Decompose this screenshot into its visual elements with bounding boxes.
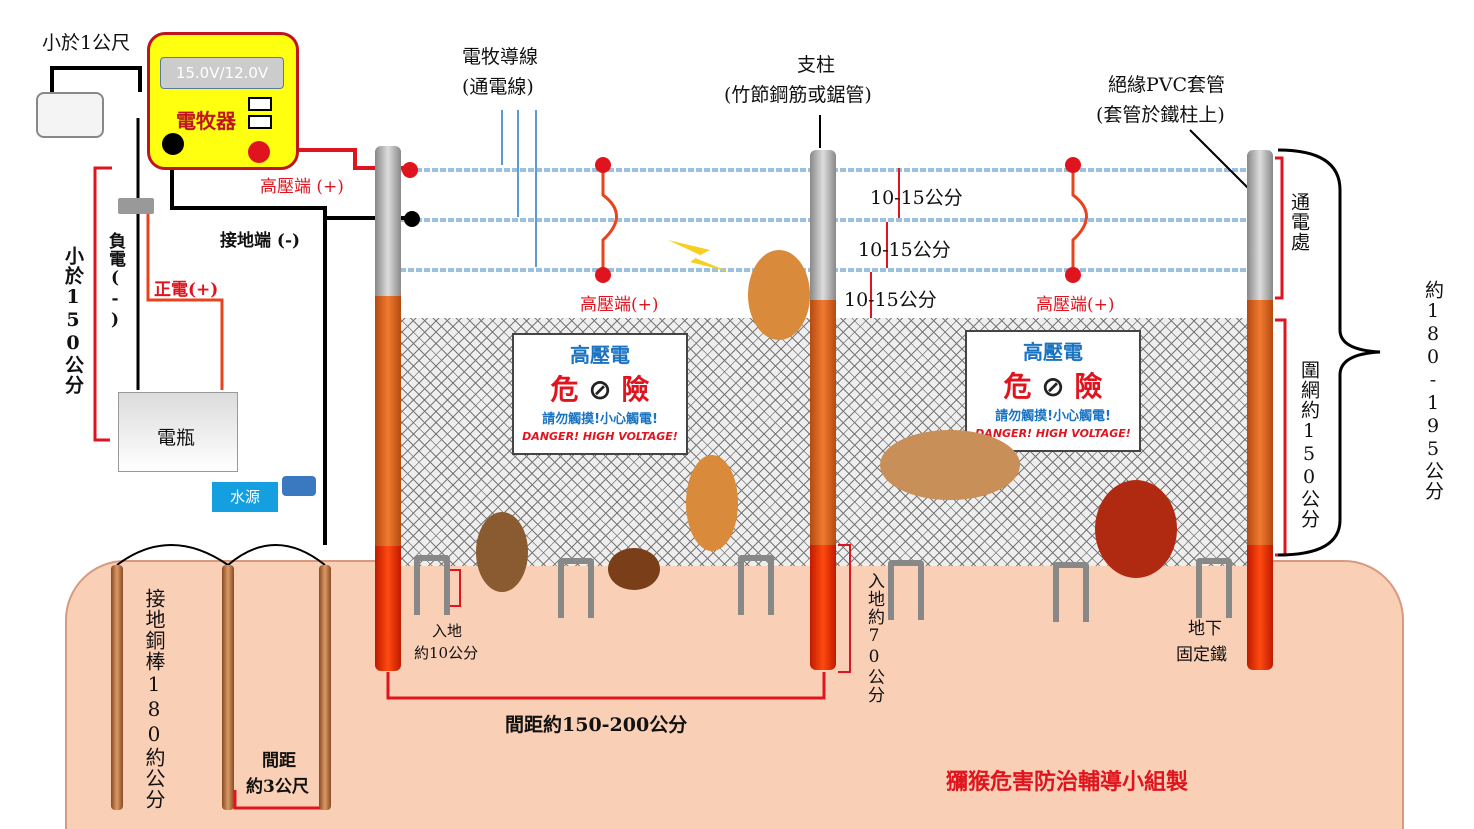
credit-label: 獼猴危害防治輔導小組製 — [946, 770, 1189, 795]
positive-label: 正電(+) — [154, 280, 219, 300]
no-touch-icon: ⊘ — [1041, 370, 1065, 403]
fence-post-middle — [810, 150, 836, 670]
rod-spacing-value: 約3公尺 — [246, 777, 309, 797]
ground-rod-label: 接地銅棒180約公分 — [142, 588, 166, 810]
battery-label: 電瓶 — [157, 427, 196, 449]
warning-sign-left: 高壓電 危 ⊘ 險 請勿觸摸!小心觸電! DANGER! HIGH VOLTAG… — [512, 333, 688, 455]
pvc-subtitle: (套管於鐵柱上) — [1096, 104, 1225, 126]
ground-staple — [738, 555, 774, 615]
wire-gap-1: 10-15公分 — [870, 187, 963, 209]
monkey-on-wire-icon — [748, 250, 810, 340]
connector-clip — [118, 198, 154, 214]
post-depth-bracket — [838, 544, 851, 673]
lightning-icon — [668, 240, 730, 272]
staple-depth-value: 約10公分 — [414, 644, 479, 662]
ground-rod-2 — [222, 565, 234, 810]
ground-rod-3 — [319, 565, 331, 810]
post-subtitle: (竹節鋼筋或鋸管) — [724, 84, 872, 106]
charger-button — [248, 115, 272, 129]
ground-terminal-label: 接地端 (-) — [220, 231, 301, 251]
wire-title: 電牧導線 — [462, 46, 539, 68]
warning-sign-right: 高壓電 危 ⊘ 險 請勿觸摸!小心觸電! DANGER! HIGH VOLTAG… — [965, 330, 1141, 452]
anchor-label: 地下 — [1188, 619, 1222, 639]
boar-icon — [1095, 480, 1177, 578]
ground-soil — [65, 560, 1404, 829]
hv-jumper-left — [601, 165, 618, 275]
rabbit-icon — [608, 548, 660, 590]
wire-gap-2: 10-15公分 — [858, 239, 951, 261]
no-touch-icon: ⊘ — [588, 373, 612, 406]
water-source-label: 水源 — [212, 482, 278, 512]
electric-fence-charger: 15.0V/12.0V 電牧器 — [147, 32, 299, 170]
rod-link-wire — [116, 544, 326, 567]
total-height-label: 約180-195公分 — [1422, 280, 1444, 501]
ground-rod-1 — [111, 565, 123, 810]
hv-right-label: 高壓端(+) — [1036, 295, 1115, 315]
ground-staple — [1053, 562, 1089, 622]
ground-staple — [414, 555, 450, 615]
hv-terminal-label: 高壓端 (+) — [260, 177, 344, 197]
hv-left-label: 高壓端(+) — [580, 295, 659, 315]
anchor-label-2: 固定鐵 — [1176, 645, 1227, 665]
goat-icon — [476, 512, 528, 592]
total-height-brace — [1277, 148, 1381, 557]
wire-pointer-arrows — [501, 110, 537, 267]
post-spacing-label: 間距約150-200公分 — [505, 714, 688, 736]
pvc-title: 絕緣PVC套管 — [1108, 74, 1226, 96]
post-title: 支柱 — [797, 54, 836, 76]
post-depth-label: 入地約70公分 — [864, 572, 884, 704]
staple-depth-label: 入地 — [432, 622, 463, 640]
wire-gap-3: 10-15公分 — [844, 289, 937, 311]
battery: 電瓶 — [118, 392, 238, 472]
monkey-icon — [686, 455, 738, 551]
ground-terminal-icon — [162, 133, 184, 155]
energized-bracket — [1275, 156, 1284, 300]
plug-cable — [50, 66, 142, 92]
staple-depth-bracket — [448, 569, 461, 607]
charger-label: 電牧器 — [176, 109, 236, 133]
fence-post-left — [375, 146, 401, 671]
ground-staple — [1196, 558, 1232, 618]
charger-display: 15.0V/12.0V — [160, 57, 284, 89]
mesh-bracket — [1275, 318, 1287, 557]
hv-jumper-right — [1071, 165, 1088, 275]
less-1m-label: 小於1公尺 — [42, 32, 131, 54]
gap-arrows — [870, 168, 900, 318]
less-150cm-label: 小於150公分 — [62, 246, 84, 395]
post-spacing-bracket — [386, 672, 826, 700]
length-bracket — [93, 166, 112, 442]
energized-label: 通電處 — [1288, 192, 1310, 252]
hv-terminal-icon — [248, 141, 270, 163]
charger-button — [248, 97, 272, 111]
deer-icon — [880, 430, 1020, 500]
ground-staple — [888, 560, 924, 620]
positive-cable — [146, 210, 224, 390]
fence-post-right — [1247, 150, 1273, 670]
ground-cable — [170, 143, 327, 545]
faucet-icon — [282, 476, 316, 496]
negative-label: 負電(-) — [105, 232, 125, 331]
ground-staple — [558, 558, 594, 618]
wire-subtitle: (通電線) — [462, 76, 534, 98]
mesh-height-label: 圍網約150公分 — [1298, 360, 1320, 529]
pvc-pointer-arrow — [1189, 129, 1251, 191]
rod-spacing-label: 間距 — [262, 751, 296, 771]
power-outlet-icon — [36, 92, 104, 138]
